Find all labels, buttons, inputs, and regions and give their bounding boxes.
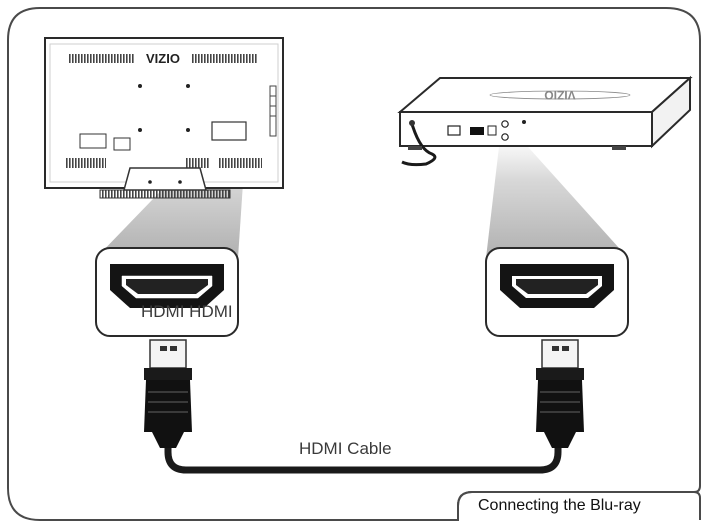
hdmi-plug-icon <box>536 339 584 448</box>
hdmi-port-icon <box>110 264 224 308</box>
diagram-caption: Connecting the Blu-ray <box>478 497 641 514</box>
hdmi-port-label: HDMI HDMI <box>141 302 233 321</box>
player-brand: VIZIO <box>544 88 575 102</box>
caption-tab <box>457 491 701 520</box>
tv-brand: VIZIO <box>146 51 180 66</box>
player-zoom-beam <box>486 138 628 258</box>
tv-back <box>44 37 284 199</box>
bluray-player <box>397 75 693 167</box>
hdmi-plug-icon <box>144 339 192 448</box>
hdmi-cable <box>164 440 562 474</box>
hdmi-cable-label: HDMI Cable <box>299 439 392 458</box>
hdmi-port-icon <box>500 264 614 308</box>
